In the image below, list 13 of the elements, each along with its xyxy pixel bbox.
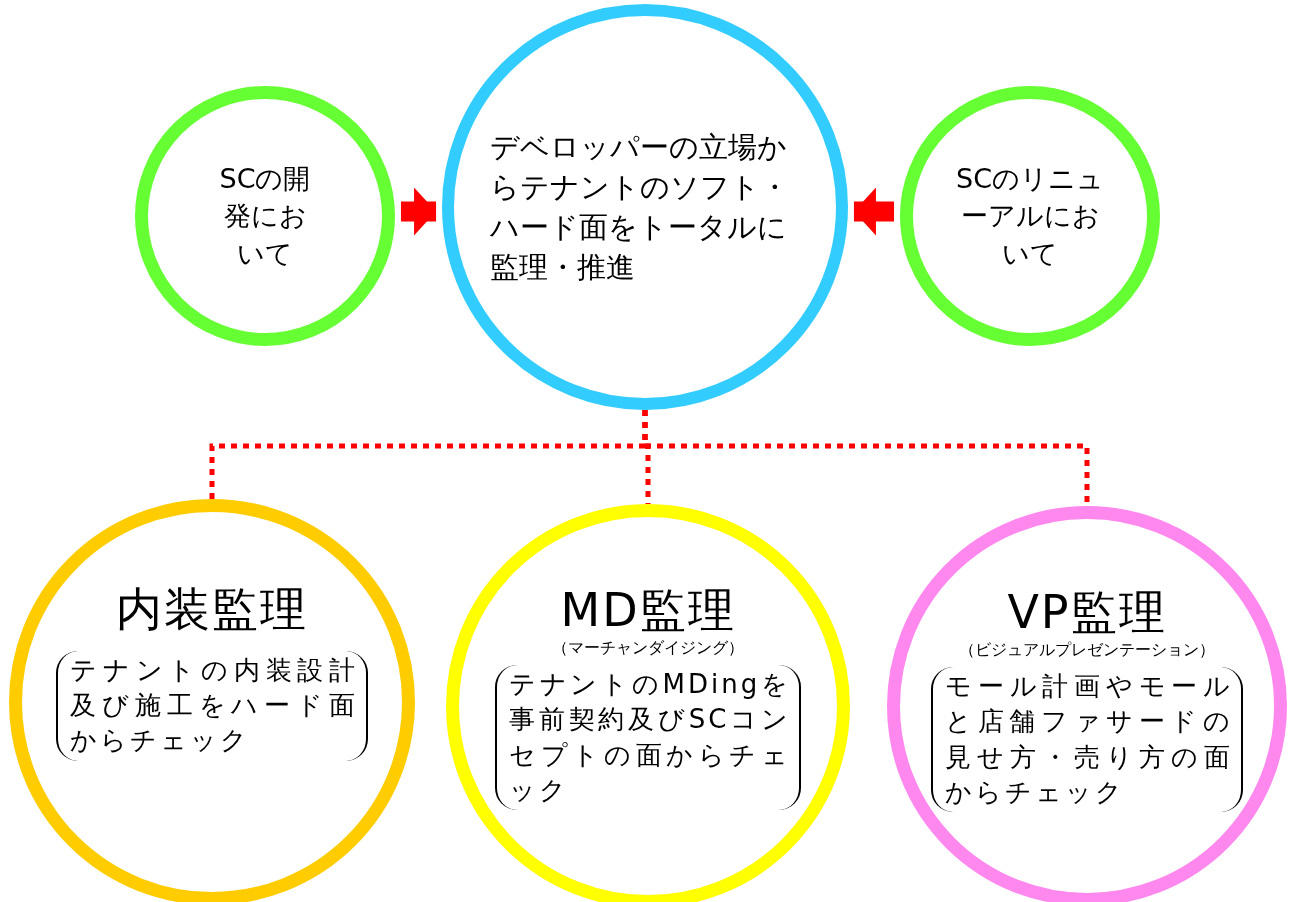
circle-text: デベロッパーの立場からテナントのソフト・ハード面をトータルに監理・推進 — [490, 128, 790, 286]
block-arrow — [853, 187, 895, 236]
bracketed-note: モール計画やモールと店舗ファサードの見せ方・売り方の面からチェック — [931, 666, 1243, 813]
heading: MD監理 — [560, 585, 736, 636]
bracketed-note: テナントのMDingを事前契約及びSCコンセプトの面からチェック — [495, 664, 801, 811]
circle-text: SCの開発において — [218, 162, 312, 271]
block-arrow — [400, 187, 437, 236]
subtitle: （マーチャンダイジング） — [552, 637, 744, 657]
heading: 内装監理 — [116, 584, 308, 635]
circle-text: SCのリニューアルにおいて — [955, 162, 1105, 271]
heading: VP監理 — [1007, 587, 1167, 638]
bracketed-note: テナントの内装設計及び施工をハード面からチェック — [56, 650, 368, 761]
subtitle: （ビジュアルプレゼンテーション） — [959, 639, 1215, 659]
